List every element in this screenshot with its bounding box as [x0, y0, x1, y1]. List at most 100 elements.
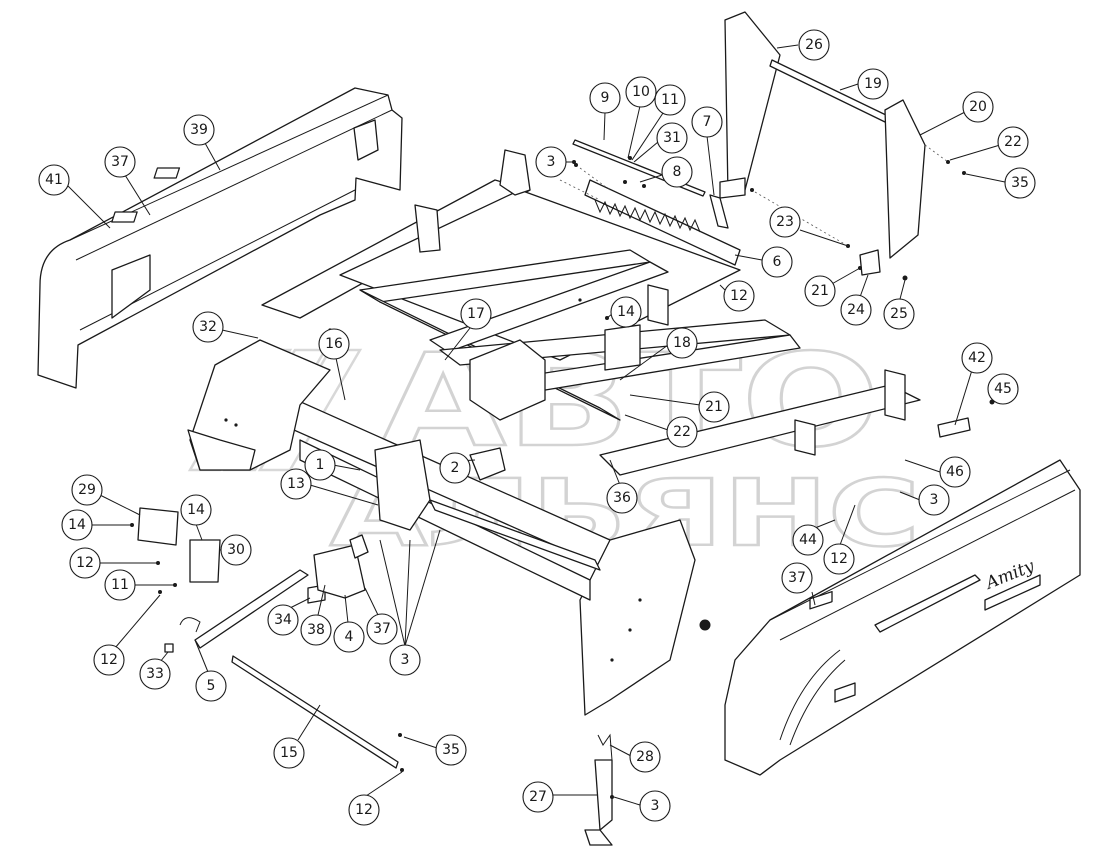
callout-37-bracket: 37 [366, 613, 398, 645]
decal-39 [153, 167, 181, 179]
callout-1: 1 [304, 449, 336, 481]
callout-3-bottom: 3 [639, 790, 671, 822]
svg-text:33: 33 [146, 666, 164, 682]
svg-text:21: 21 [811, 283, 829, 299]
callout-20: 20 [962, 91, 994, 123]
svg-text:19: 19 [864, 76, 882, 92]
part-33 [164, 643, 174, 653]
callout-13: 13 [280, 468, 312, 500]
svg-text:22: 22 [1004, 134, 1022, 150]
callout-5: 5 [195, 670, 227, 702]
svg-text:35: 35 [1011, 175, 1029, 191]
callout-8: 8 [661, 156, 693, 188]
callout-17: 17 [460, 298, 492, 330]
svg-text:6: 6 [773, 254, 782, 270]
svg-text:46: 46 [946, 464, 964, 480]
svg-text:36: 36 [613, 490, 631, 506]
svg-text:39: 39 [190, 122, 208, 138]
callout-37-hood-left: 37 [104, 146, 136, 178]
callout-21-top: 21 [804, 275, 836, 307]
callout-21-center: 21 [698, 391, 730, 423]
callout-42: 42 [961, 342, 993, 374]
callout-7: 7 [691, 106, 723, 138]
svg-text:12: 12 [76, 555, 94, 571]
callout-14-plate: 14 [180, 494, 212, 526]
svg-text:2: 2 [451, 460, 460, 476]
callout-35-top: 35 [1004, 167, 1036, 199]
svg-text:35: 35 [442, 742, 460, 758]
callout-30: 30 [220, 534, 252, 566]
callout-3-top: 3 [535, 146, 567, 178]
callout-24: 24 [840, 294, 872, 326]
callout-33: 33 [139, 658, 171, 690]
callout-45: 45 [987, 373, 1019, 405]
callout-35-lower: 35 [435, 734, 467, 766]
svg-text:3: 3 [547, 154, 556, 170]
svg-text:20: 20 [969, 99, 987, 115]
svg-text:12: 12 [100, 652, 118, 668]
right-side-shield [719, 11, 966, 281]
callout-11-top: 11 [654, 84, 686, 116]
left-hood-panel [37, 87, 403, 389]
callout-19: 19 [857, 68, 889, 100]
callout-44: 44 [792, 524, 824, 556]
callout-9: 9 [589, 82, 621, 114]
callout-4: 4 [333, 621, 365, 653]
svg-text:15: 15 [280, 745, 298, 761]
callout-28: 28 [629, 741, 661, 773]
callout-12-top: 12 [723, 280, 755, 312]
svg-text:45: 45 [994, 381, 1012, 397]
right-hood-panel: Amity [724, 459, 1081, 776]
callout-12-left: 12 [69, 547, 101, 579]
decal-37-left [111, 211, 138, 223]
svg-text:37: 37 [111, 154, 129, 170]
svg-text:14: 14 [187, 502, 205, 518]
callout-14-center: 14 [610, 296, 642, 328]
callout-10: 10 [625, 76, 657, 108]
svg-text:37: 37 [788, 570, 806, 586]
svg-text:22: 22 [673, 424, 691, 440]
svg-text:21: 21 [705, 399, 723, 415]
callout-31: 31 [656, 122, 688, 154]
svg-text:18: 18 [673, 335, 691, 351]
svg-text:11: 11 [661, 92, 679, 108]
callout-37-hood-right: 37 [781, 562, 813, 594]
callout-12-bottom: 12 [348, 794, 380, 826]
svg-text:3: 3 [651, 798, 660, 814]
callout-46: 46 [939, 456, 971, 488]
callout-12-right: 12 [823, 543, 855, 575]
svg-text:26: 26 [805, 37, 823, 53]
callout-18: 18 [666, 327, 698, 359]
svg-text:13: 13 [287, 476, 305, 492]
callout-34: 34 [267, 604, 299, 636]
callout-14-left: 14 [61, 509, 93, 541]
svg-text:3: 3 [401, 652, 410, 668]
svg-text:23: 23 [776, 214, 794, 230]
callout-32: 32 [192, 311, 224, 343]
loose-parts [130, 160, 995, 846]
svg-text:11: 11 [111, 577, 129, 593]
callout-3-center: 3 [389, 644, 421, 676]
svg-text:34: 34 [274, 612, 292, 628]
svg-text:4: 4 [345, 629, 354, 645]
callouts: 26 19 20 22 35 9 10 11 7 31 8 3 23 6 12 … [38, 29, 1036, 826]
callout-26: 26 [798, 29, 830, 61]
callout-36: 36 [606, 482, 638, 514]
callout-12-lower: 12 [93, 644, 125, 676]
callout-3-right: 3 [918, 484, 950, 516]
main-frame [187, 149, 921, 716]
svg-text:25: 25 [890, 306, 908, 322]
callout-6: 6 [761, 246, 793, 278]
svg-text:8: 8 [673, 164, 682, 180]
svg-text:29: 29 [78, 482, 96, 498]
callout-11-left: 11 [104, 569, 136, 601]
svg-text:42: 42 [968, 350, 986, 366]
svg-text:7: 7 [703, 114, 712, 130]
callout-29: 29 [71, 474, 103, 506]
callout-22-center: 22 [666, 416, 698, 448]
svg-text:12: 12 [730, 288, 748, 304]
svg-text:28: 28 [636, 749, 654, 765]
callout-39: 39 [183, 114, 215, 146]
svg-text:37: 37 [373, 621, 391, 637]
svg-text:24: 24 [847, 302, 865, 318]
